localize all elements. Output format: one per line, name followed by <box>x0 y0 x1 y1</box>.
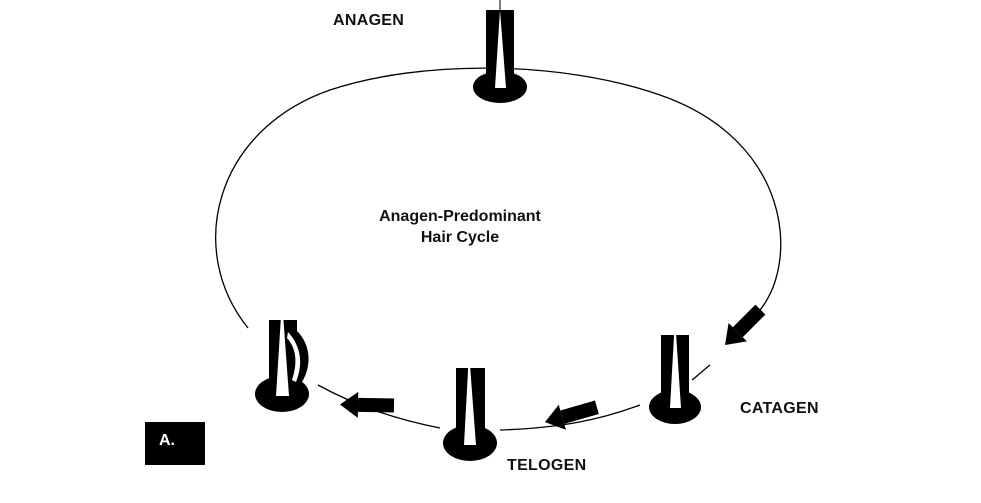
catagen-follicle-icon <box>649 318 701 424</box>
cycle-title: Anagen-Predominant Hair Cycle <box>365 206 555 248</box>
telogen-label: TELOGEN <box>507 457 587 474</box>
telogen-follicle-icon <box>443 352 497 461</box>
cycle-loop <box>215 67 782 329</box>
early-anagen-follicle-icon <box>255 300 309 412</box>
panel-label-box: A. <box>145 422 205 465</box>
arrow-catagen-to-telogen-icon <box>545 400 599 430</box>
cycle-title-line1: Anagen-Predominant <box>379 208 541 225</box>
cycle-loop-lower-right <box>691 364 711 381</box>
arrow-telogen-to-anagen-icon <box>340 391 395 418</box>
catagen-label: CATAGEN <box>740 400 819 417</box>
panel-label: A. <box>159 432 175 449</box>
cycle-loop-bottom <box>499 404 641 431</box>
arrow-anagen-to-catagen-icon <box>725 304 766 345</box>
cycle-title-line2: Hair Cycle <box>420 229 500 246</box>
anagen-label: ANAGEN <box>333 12 405 29</box>
anagen-follicle-icon <box>473 0 527 103</box>
